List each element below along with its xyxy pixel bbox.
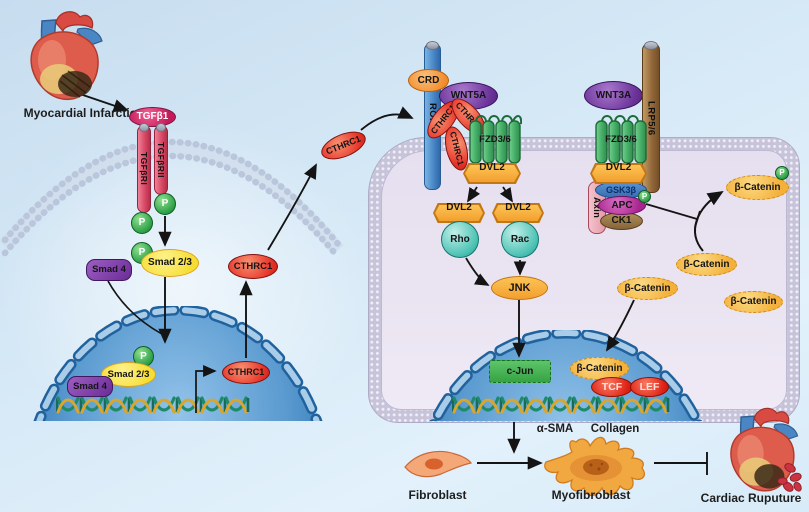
apc-protein: APC xyxy=(598,196,646,215)
label-myocardial-infarction: Myocardial Infarction xyxy=(23,106,145,120)
fzd36-label: FZD3/6 xyxy=(605,134,637,146)
cjun-transcription-factor: c-Jun xyxy=(489,360,551,383)
beta-catenin-cytoplasmic-2: β-Catenin xyxy=(617,277,678,300)
receptor-cap xyxy=(644,41,658,50)
myofibroblast-cell xyxy=(538,432,650,500)
fzd36-receptor-noncanonical: FZD3/6 xyxy=(468,112,523,169)
heart-infarction-illustration xyxy=(12,5,110,107)
smad23-cytoplasmic: Smad 2/3 xyxy=(141,249,199,277)
fibroblast-cell xyxy=(403,446,473,482)
cthrc1-nuclear: CTHRC1 xyxy=(222,361,270,384)
dvl2-rac-branch: DVL2 xyxy=(492,203,544,223)
lef-factor: LEF xyxy=(630,377,669,397)
beta-catenin-nuclear: β-Catenin xyxy=(570,357,629,380)
tgfb1-ligand: TGFβ1 xyxy=(129,107,176,127)
beta-catenin-cytoplasmic-3: β-Catenin xyxy=(724,291,783,313)
arrow-cthrc1-to-receptor xyxy=(360,106,414,131)
jnk-kinase: JNK xyxy=(491,276,548,300)
phosphate-badge-1: P xyxy=(154,193,176,215)
dvl2-rho-branch: DVL2 xyxy=(433,203,485,223)
smad4-nuclear: Smad 4 xyxy=(67,376,113,397)
inhibition-myofibroblast-rupture xyxy=(654,452,708,475)
dvl2-membrane-canonical: DVL2 xyxy=(590,163,647,184)
tgfbr2-receptor: TGFβRII xyxy=(154,123,168,195)
wnt3a-ligand: WNT3A xyxy=(584,81,643,110)
dna-helix-right xyxy=(452,396,670,414)
tcf-factor: TCF xyxy=(591,377,633,397)
label-myofibroblast: Myofibroblast xyxy=(551,488,631,502)
phosphate-badge-2: P xyxy=(131,212,153,234)
receptor-cap xyxy=(139,123,149,132)
receptor-cap xyxy=(426,41,439,50)
smad4-cytoplasmic: Smad 4 xyxy=(86,259,132,281)
label-fibroblast: Fibroblast xyxy=(408,488,467,502)
dvl2-membrane-noncanonical: DVL2 xyxy=(463,163,521,184)
fzd36-receptor-canonical: FZD3/6 xyxy=(594,112,648,169)
crd-domain: CRD xyxy=(408,69,449,92)
phosphate-badge-bcatenin: P xyxy=(775,166,789,180)
cthrc1-cytoplasmic: CTHRC1 xyxy=(228,254,278,279)
dna-helix-left xyxy=(56,396,250,414)
fzd36-label: FZD3/6 xyxy=(479,134,511,146)
receptor-cap xyxy=(156,123,166,132)
label-cardiac-rupture: Cardiac Ruputure xyxy=(700,491,802,505)
tgfbr1-receptor: TGFβRI xyxy=(137,123,151,213)
rho-gtpase: Rho xyxy=(441,221,479,258)
label-asma: α-SMA xyxy=(536,423,574,435)
heart-rupture-illustration xyxy=(712,402,806,498)
rac-gtpase: Rac xyxy=(501,221,539,258)
beta-catenin-cytoplasmic-1: β-Catenin xyxy=(676,253,737,276)
phosphate-badge-gsk: P xyxy=(638,190,651,203)
label-collagen: Collagen xyxy=(590,423,640,435)
